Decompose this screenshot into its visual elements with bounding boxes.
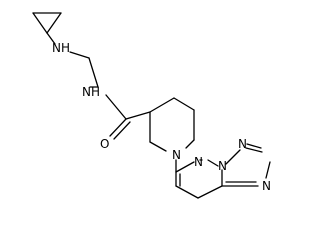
atom-nh-amide: NH: [82, 85, 100, 99]
atom-triazole-n-b: N: [262, 179, 271, 193]
atom-carbonyl-o: O: [100, 137, 109, 151]
bond-pip-2: [173, 97, 195, 111]
bond-pyr-1: [175, 161, 195, 173]
atom-bridge-n: N: [218, 159, 227, 173]
bond-nh-co: [105, 94, 127, 120]
bond-tri-2b: [246, 143, 262, 149]
bond-pip-1: [149, 97, 175, 113]
bond-pip-6: [185, 139, 195, 149]
bond-pyr-3: [175, 185, 199, 199]
bond-pyr-4: [197, 185, 223, 199]
structure-svg: NH NH O N N N N N: [32, 12, 271, 199]
bond-c1-c2: [88, 57, 99, 88]
bond-nh-c1: [69, 51, 90, 59]
bond-cp-nh: [46, 32, 56, 45]
atom-pyridazine-n: N: [194, 155, 203, 169]
bond-tri-3: [265, 161, 271, 179]
atom-piperidine-n: N: [172, 148, 181, 162]
molecule-diagram: NH NH O N N N N N: [32, 12, 271, 199]
bond-pip-5: [149, 141, 167, 152]
atom-nh-upper: NH: [52, 41, 70, 55]
bond-tri-1: [225, 149, 241, 165]
bond-co-double-b: [113, 121, 131, 140]
bond-pyr-6: [207, 159, 219, 167]
bond-co-double-a: [109, 118, 127, 137]
bond-co-c4: [125, 111, 151, 120]
bond-cp-2: [32, 12, 48, 34]
atom-triazole-n-a: N: [238, 137, 247, 151]
bond-tri-2: [245, 147, 263, 153]
bond-cp-3: [46, 12, 62, 34]
